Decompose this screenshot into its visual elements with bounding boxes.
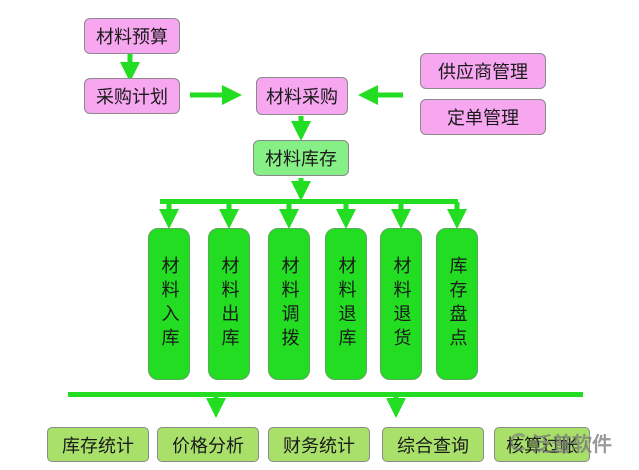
report-bus [68, 392, 583, 397]
watermark-text: 泛普软件 [532, 431, 612, 456]
plan-box: 采购计划 [84, 78, 180, 114]
module-stock-out: 材料出库 [208, 228, 250, 380]
module-return-stock: 材料退库 [325, 228, 367, 380]
stock-box: 材料库存 [253, 140, 349, 176]
report-price-analysis: 价格分析 [157, 427, 259, 462]
module-stock-in: 材料入库 [148, 228, 190, 380]
module-drop-arrows [159, 202, 467, 229]
report-finance-stats: 财务统计 [268, 427, 370, 462]
module-return-goods: 材料退货 [380, 228, 422, 380]
module-inventory-check: 库存盘点 [436, 228, 478, 380]
budget-box: 材料预算 [84, 18, 180, 54]
purchase-box: 材料采购 [256, 77, 348, 115]
distribution-bus [160, 199, 458, 204]
order-box: 定单管理 [420, 99, 546, 135]
module-transfer: 材料调拨 [268, 228, 310, 380]
watermark-logo: 泛普软件 [510, 422, 635, 462]
supplier-box: 供应商管理 [420, 53, 546, 89]
report-general-query: 综合查询 [382, 427, 484, 462]
logo-icon [510, 433, 528, 451]
report-inventory-stats: 库存统计 [47, 427, 149, 462]
